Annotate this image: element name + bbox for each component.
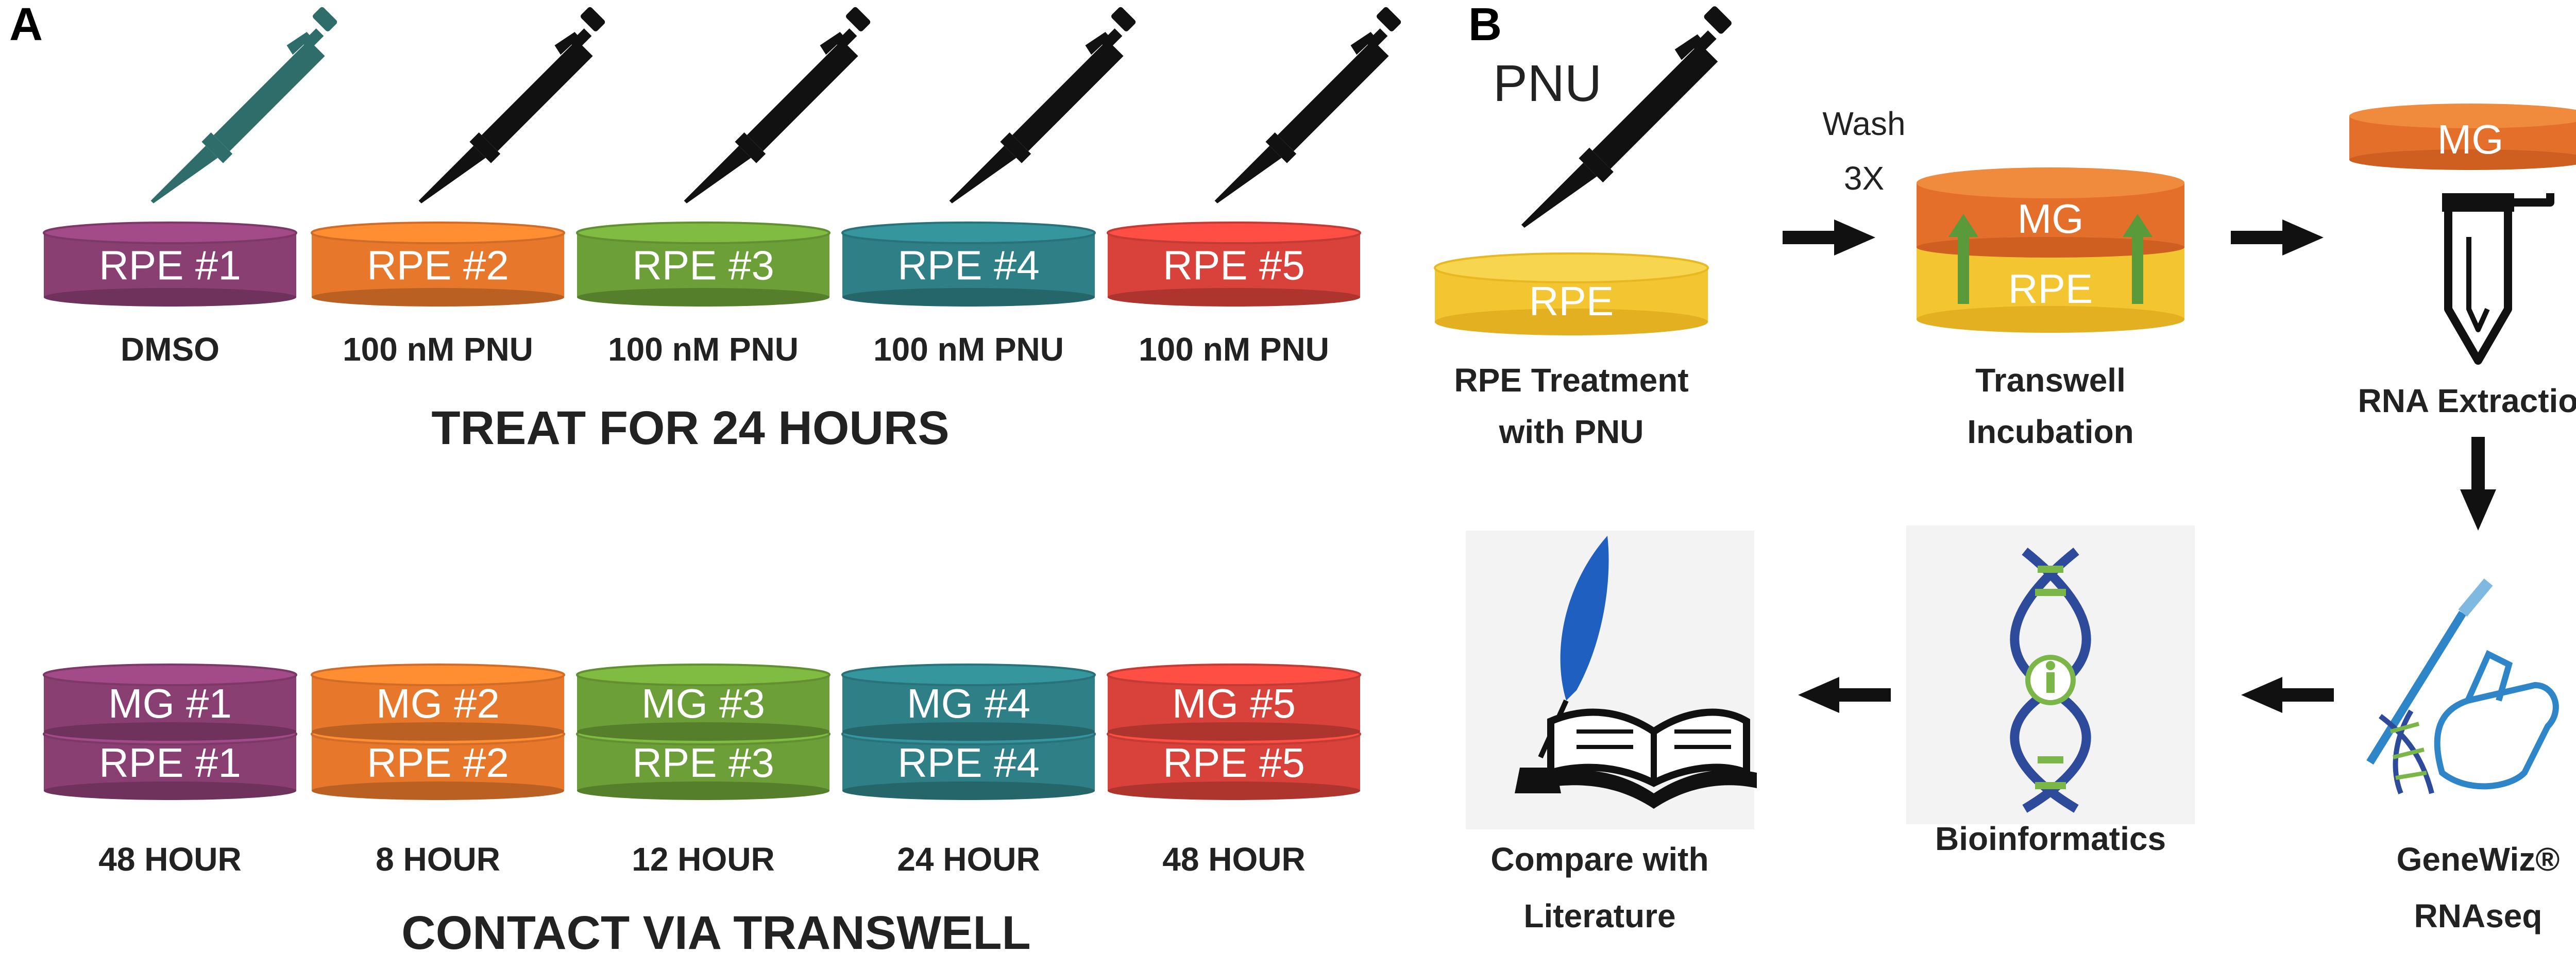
mg-dish: MG: [2349, 104, 2576, 170]
mg-layer-4-label: MG #4: [907, 681, 1030, 726]
transwell-rpe-label: RPE: [2008, 266, 2093, 312]
rpe-layer-4-label: RPE #4: [897, 740, 1040, 786]
step-genewiz-line1: GeneWiz®: [2397, 841, 2560, 878]
transwell-stack-5: RPE #5 MG #5: [1107, 664, 1361, 800]
pnu-label: PNU: [1493, 55, 1602, 112]
pipette-icon-teal: [150, 6, 338, 203]
mg-layer-4: MG #4: [841, 664, 1096, 741]
mg-layer-1: MG #1: [43, 664, 297, 741]
pipette-icon: [418, 6, 606, 203]
rpe-dish-1-label: RPE #1: [99, 243, 241, 288]
transwell-mg-label: MG: [2018, 196, 2084, 242]
mg-layer-5-label: MG #5: [1172, 681, 1296, 726]
rpe-dish-5-label: RPE #5: [1163, 243, 1305, 288]
pipette-icon: [1214, 6, 1402, 203]
pipette-icon-pnu: [1521, 5, 1733, 228]
transwell-stack: MG RPE: [1917, 167, 2184, 333]
treatment-caption: 100 nM PNU: [343, 331, 533, 368]
arrow-down-icon: [2460, 437, 2496, 531]
step-compare-line2: Literature: [1523, 897, 1675, 934]
pipette-row: [150, 6, 1402, 203]
treatment-caption: 100 nM PNU: [873, 331, 1064, 368]
arrow-right-icon: [2231, 219, 2324, 256]
rpe-dish-label: RPE: [1529, 278, 1614, 324]
rpe-layer-3-label: RPE #3: [632, 740, 774, 786]
transwell-stack-row: RPE #1 MG #1 48 HOUR RPE #2 MG #2 8 HOUR RPE #…: [43, 664, 1361, 878]
rpe-dish-2: RPE #2: [311, 222, 565, 307]
sequencing-hand-icon: [2344, 562, 2571, 809]
step-genewiz-line2: RNAseq: [2414, 897, 2543, 934]
rpe-dish-2-label: RPE #2: [367, 243, 509, 288]
rpe-layer-1-label: RPE #1: [99, 740, 241, 786]
transwell-stack-1: RPE #1 MG #1: [43, 664, 297, 800]
contact-title: CONTACT VIA TRANSWELL: [401, 907, 1030, 959]
rpe-dish-4: RPE #4: [841, 222, 1096, 307]
treatment-caption: DMSO: [121, 331, 219, 368]
contact-time: 48 HOUR: [98, 841, 241, 878]
arrow-left-icon: [2241, 677, 2334, 713]
panel-label-a: A: [9, 0, 43, 50]
contact-time: 12 HOUR: [632, 841, 774, 878]
transwell-stack-3: RPE #3 MG #3: [576, 664, 831, 800]
pipette-icon: [684, 6, 872, 203]
pipette-icon: [949, 6, 1137, 203]
rpe-dish-3: RPE #3: [576, 222, 831, 307]
tube-icon: [2442, 193, 2554, 365]
mg-layer-2: MG #2: [311, 664, 565, 741]
arrow-right-icon: [1783, 219, 1875, 256]
transwell-stack-2: RPE #2 MG #2: [311, 664, 565, 800]
step-compare-line1: Compare with: [1490, 841, 1708, 878]
dna-icon: [1906, 525, 2195, 824]
contact-time: 8 HOUR: [376, 841, 500, 878]
step-transwell-line1: Transwell: [1975, 362, 2126, 399]
panel-label-b: B: [1468, 0, 1502, 50]
mg-dish-label: MG: [2437, 116, 2504, 162]
mg-layer-5: MG #5: [1107, 664, 1361, 741]
up-arrow-icon: [1948, 214, 2153, 304]
treatment-caption: 100 nM PNU: [1139, 331, 1329, 368]
rpe-layer-2-label: RPE #2: [367, 740, 509, 786]
mg-layer-3-label: MG #3: [641, 681, 765, 726]
step-rna-extraction: RNA Extraction: [2358, 382, 2576, 419]
step-rpe-treatment-line1: RPE Treatment: [1454, 362, 1688, 399]
rpe-dish-1: RPE #1: [43, 222, 297, 307]
rpe-dish-3-label: RPE #3: [632, 243, 774, 288]
treatment-caption: 100 nM PNU: [608, 331, 799, 368]
rpe-dish-5: RPE #5: [1107, 222, 1361, 307]
step-bioinformatics: Bioinformatics: [1935, 820, 2166, 857]
treat-title: TREAT FOR 24 HOURS: [431, 402, 949, 454]
book-quill-icon: [1466, 531, 1757, 829]
mg-layer-3: MG #3: [576, 664, 831, 741]
step-rpe-treatment-line2: with PNU: [1499, 413, 1644, 450]
contact-time: 48 HOUR: [1162, 841, 1305, 878]
wash-label: Wash: [1822, 105, 1905, 142]
mg-layer-1-label: MG #1: [108, 681, 232, 726]
wash-count: 3X: [1844, 160, 1884, 197]
rpe-dish: RPE: [1434, 252, 1709, 335]
arrow-left-icon: [1798, 677, 1891, 713]
contact-time: 24 HOUR: [897, 841, 1040, 878]
treat-dish-row: RPE #1 DMSO RPE #2 100 nM PNU RPE #3 100 nM P…: [43, 222, 1361, 368]
transwell-stack-4: RPE #4 MG #4: [841, 664, 1096, 800]
rpe-layer-5-label: RPE #5: [1163, 740, 1305, 786]
mg-layer-2-label: MG #2: [376, 681, 500, 726]
rpe-layer-4: RPE #4: [841, 723, 1096, 800]
rpe-dish-4-label: RPE #4: [897, 243, 1040, 288]
step-transwell-line2: Incubation: [1967, 413, 2134, 450]
